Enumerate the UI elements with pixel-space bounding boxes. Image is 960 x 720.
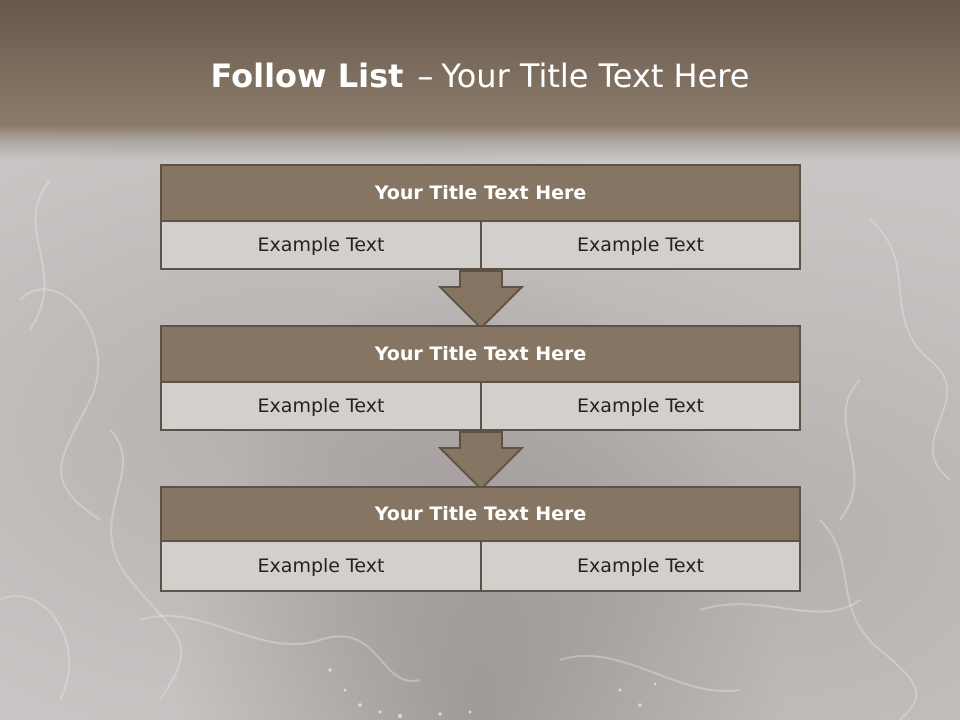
block-right-cell: Example Text xyxy=(480,220,801,270)
down-arrow-icon xyxy=(438,270,524,330)
block-title: Your Title Text Here xyxy=(160,325,801,383)
slide-title-bold: Follow List xyxy=(210,57,404,95)
slide-title: Follow List–Your Title Text Here xyxy=(0,54,960,98)
down-arrow-icon xyxy=(438,431,524,491)
block-right-cell: Example Text xyxy=(480,540,801,592)
block-left-cell: Example Text xyxy=(160,540,482,592)
block-title: Your Title Text Here xyxy=(160,164,801,222)
block-right-cell: Example Text xyxy=(480,381,801,431)
header-band xyxy=(0,0,960,160)
block-title: Your Title Text Here xyxy=(160,486,801,542)
slide-title-rest: Your Title Text Here xyxy=(441,57,750,95)
slide-title-separator: – xyxy=(417,57,434,95)
block-left-cell: Example Text xyxy=(160,381,482,431)
block-left-cell: Example Text xyxy=(160,220,482,270)
